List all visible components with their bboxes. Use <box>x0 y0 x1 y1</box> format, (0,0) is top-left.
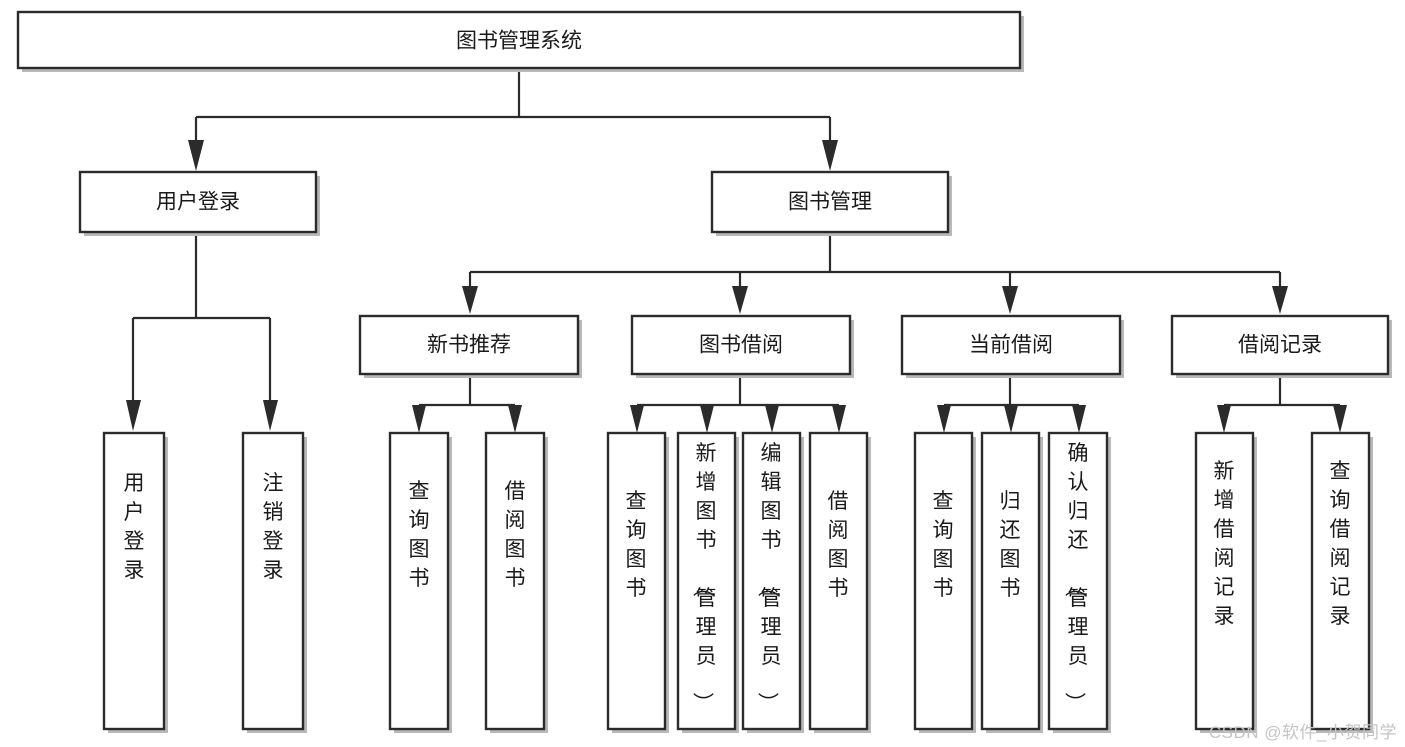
node-book-manage[interactable]: 图书管理 <box>710 170 952 236</box>
arrow-borrow-leaf-1 <box>630 405 644 433</box>
new-book-box[interactable] <box>358 314 580 376</box>
arrow-user-login <box>188 140 204 171</box>
arrow-borrow-leaf-2 <box>700 405 714 433</box>
connector-group <box>126 71 1347 433</box>
node-new-book-recommend[interactable]: 新书推荐 <box>358 314 582 378</box>
leaf-add-book-admin[interactable]: 新增图书（管理员） <box>676 431 739 733</box>
arrow-borrow-leaf-4 <box>832 405 846 433</box>
leaf-box[interactable] <box>1310 431 1371 731</box>
leaf-label: 查询图书 <box>409 480 430 590</box>
leaf-label: 查询借阅记录 <box>1330 460 1351 628</box>
book-borrow-box[interactable] <box>630 314 852 376</box>
user-login-label: 用户登录 <box>156 191 240 214</box>
leaf-user-login[interactable]: 用户登录 <box>102 431 168 733</box>
arrow-current-leaf-1 <box>937 405 951 433</box>
arrow-newbook <box>462 286 478 314</box>
leaf-return-book[interactable]: 归还图书 <box>980 431 1043 733</box>
arrow-record-leaf-2 <box>1333 405 1347 433</box>
leaf-box[interactable] <box>980 431 1041 731</box>
current-borrow-box[interactable] <box>900 314 1122 376</box>
leaf-box[interactable] <box>388 431 450 731</box>
leaf-box[interactable] <box>606 431 667 731</box>
arrow-book-manage <box>822 140 838 171</box>
leaf-box[interactable] <box>484 431 546 731</box>
arrow-leaf-user-login <box>126 400 141 431</box>
current-borrow-label: 当前借阅 <box>969 334 1053 357</box>
user-login-box[interactable] <box>78 170 318 234</box>
node-borrow-record[interactable]: 借阅记录 <box>1170 314 1392 378</box>
leaf-label: 借阅图书 <box>828 490 849 600</box>
leaf-box[interactable] <box>1047 431 1109 731</box>
node-user-login[interactable]: 用户登录 <box>78 170 320 236</box>
arrow-borrow <box>732 286 748 314</box>
leaf-label: 归还图书 <box>1000 490 1021 600</box>
arrow-borrow-leaf-3 <box>765 405 779 433</box>
leaf-box[interactable] <box>808 431 869 731</box>
borrow-record-label: 借阅记录 <box>1238 334 1322 357</box>
leaf-label: 借阅图书 <box>505 480 526 590</box>
borrow-record-box[interactable] <box>1170 314 1390 376</box>
node-root[interactable]: 图书管理系统 <box>16 10 1024 72</box>
leaf-add-borrow-record[interactable]: 新增借阅记录 <box>1194 431 1257 733</box>
leaf-label: 编辑图书（管理员） <box>756 442 782 713</box>
arrow-newbook-leaf-1 <box>412 405 426 433</box>
leaf-query-book-borrow[interactable]: 查询图书 <box>606 431 669 733</box>
root-box[interactable] <box>16 10 1022 70</box>
node-current-borrow[interactable]: 当前借阅 <box>900 314 1124 378</box>
new-book-label: 新书推荐 <box>427 334 511 357</box>
leaf-query-borrow-record[interactable]: 查询借阅记录 <box>1310 431 1373 733</box>
arrow-record <box>1272 286 1288 314</box>
leaf-logout[interactable]: 注销登录 <box>241 431 307 733</box>
leaf-query-book-current[interactable]: 查询图书 <box>913 431 976 733</box>
leaf-box[interactable] <box>1194 431 1255 731</box>
leaf-borrow-book[interactable]: 借阅图书 <box>808 431 871 733</box>
leaf-confirm-return-admin[interactable]: 确认归还（管理员） <box>1047 431 1111 733</box>
leaf-box[interactable] <box>741 431 802 731</box>
arrow-record-leaf-1 <box>1217 405 1231 433</box>
leaf-borrow-book-newbook[interactable]: 借阅图书 <box>484 431 548 733</box>
node-book-borrow[interactable]: 图书借阅 <box>630 314 854 378</box>
book-borrow-label: 图书借阅 <box>699 334 783 357</box>
csdn-watermark: CSDN @软件_小贺同学 <box>1208 723 1397 742</box>
arrow-leaf-logout <box>263 400 278 431</box>
arrow-newbook-leaf-2 <box>508 405 522 433</box>
leaf-query-book-newbook[interactable]: 查询图书 <box>388 431 452 733</box>
leaf-label: 注销登录 <box>263 472 284 582</box>
leaf-label: 确认归还（管理员） <box>1063 442 1089 713</box>
leaf-label: 查询图书 <box>626 490 647 600</box>
leaf-label: 新增图书（管理员） <box>691 442 717 713</box>
leaf-box[interactable] <box>676 431 737 731</box>
leaf-box[interactable] <box>241 431 305 731</box>
leaf-label: 新增借阅记录 <box>1214 460 1235 628</box>
book-manage-label: 图书管理 <box>788 191 872 214</box>
arrow-current-leaf-3 <box>1072 405 1086 433</box>
book-manage-box[interactable] <box>710 170 950 234</box>
arrow-current-leaf-2 <box>1004 405 1018 433</box>
leaf-box[interactable] <box>913 431 974 731</box>
leaf-box[interactable] <box>102 431 166 731</box>
arrow-current <box>1002 286 1018 314</box>
leaf-label: 查询图书 <box>933 490 954 600</box>
leaf-edit-book-admin[interactable]: 编辑图书（管理员） <box>741 431 804 733</box>
root-label: 图书管理系统 <box>456 30 582 53</box>
leaf-label: 用户登录 <box>124 472 145 582</box>
